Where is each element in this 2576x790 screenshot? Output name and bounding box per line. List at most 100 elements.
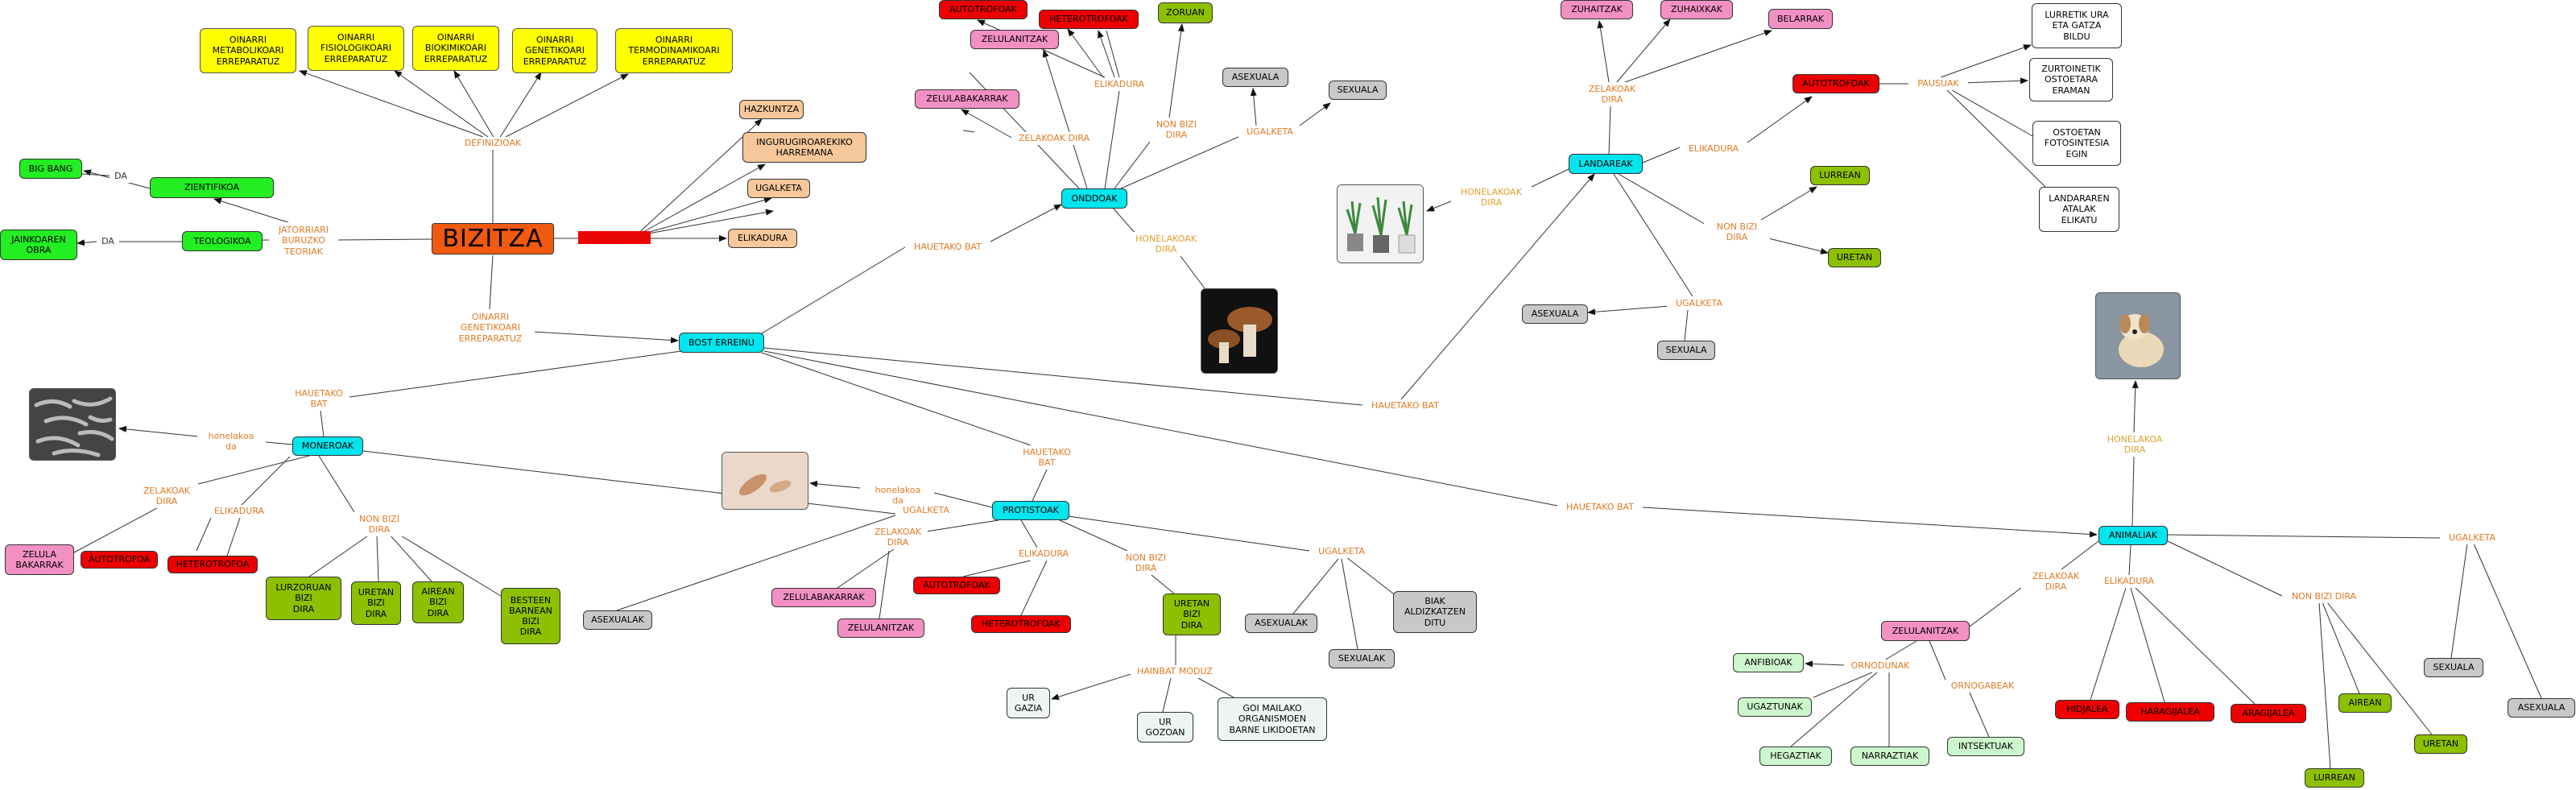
concept-node-p-zelulanitzak[interactable]: ZELULANITZAK [837, 618, 924, 638]
link-label-hauetako-bat-l: HAUETAKO BAT [1362, 399, 1448, 412]
concept-node-a-zelulanitzak[interactable]: ZELULANITZAK [1881, 621, 1970, 641]
concept-node-p-biak[interactable]: BIAK ALDIZKATZEN DITU [1393, 591, 1477, 633]
dog-image [2095, 292, 2181, 379]
concept-node-big-bang[interactable]: BIG BANG [19, 159, 82, 179]
concept-node-l-zuhaitzak[interactable]: ZUHAITZAK [1561, 0, 1633, 19]
concept-node-p-asexualak[interactable]: ASEXUALAK [1245, 614, 1317, 633]
concept-node-m-asexualak[interactable]: ASEXUALAK [583, 610, 652, 630]
link-line [962, 560, 1032, 577]
concept-node-o-autotrofoak[interactable]: AUTOTROFOAK [939, 0, 1028, 19]
concept-node-moneroak[interactable]: MONEROAK [292, 436, 363, 456]
concept-node-m-besteen[interactable]: BESTEEN BARNEAN BIZI DIRA [501, 588, 560, 644]
link-line [489, 254, 494, 310]
link-line [1112, 207, 1136, 234]
concept-node-p-goi-mailako[interactable]: GOI MAILAKO ORGANISMOEN BARNE LIKIDOETAN [1218, 697, 1327, 741]
link-line [1608, 105, 1611, 155]
link-line [2128, 544, 2132, 576]
concept-node-bost-erreinu[interactable]: BOST ERREINU [679, 333, 764, 353]
concept-node-a-ugaztunak[interactable]: UGAZTUNAK [1738, 697, 1812, 717]
link-line [1618, 173, 1708, 226]
concept-node-p-zelulabakarrak[interactable]: ZELULABAKARRAK [771, 588, 876, 607]
concept-node-m-airean[interactable]: AIREAN BIZI DIRA [412, 581, 464, 623]
concept-node-l-ostoetan[interactable]: OSTOETAN FOTOSINTESIA EGIN [2032, 121, 2121, 166]
concept-node-a-sexuala[interactable]: SEXUALA [2424, 658, 2483, 677]
concept-node-inguruarekiko[interactable]: INGURUGIROAREKIKO HARREMANA [742, 132, 866, 163]
concept-node-a-hegaztiak[interactable]: HEGAZTIAK [1759, 747, 1832, 766]
concept-node-hazkuntza[interactable]: HAZKUNTZA [739, 100, 804, 119]
concept-node-a-hidjalea[interactable]: HIDJALEA [2055, 700, 2119, 719]
concept-node-p-autotrofoak[interactable]: AUTOTROFOAK [913, 577, 1000, 594]
concept-node-zientifikoa[interactable]: ZIENTIFIKOA [150, 177, 274, 198]
concept-node-a-asexuala[interactable]: ASEXUALA [2508, 698, 2575, 718]
concept-node-a-aranjalea[interactable]: ARAGIJALEA [2231, 704, 2306, 723]
concept-node-l-asexuala[interactable]: ASEXUALA [1522, 304, 1588, 324]
link-label-a-honelakoa: HONELAKOA DIRA [2098, 432, 2171, 457]
concept-node-teologikoa[interactable]: TEOLOGIKOA [182, 231, 263, 251]
link-line [1299, 102, 1331, 126]
concept-node-def-biokimikoari[interactable]: OINARRI BIOKIMIKOARI ERREPARATUZ [412, 26, 499, 71]
concept-node-m-heterotrofoa[interactable]: HETEROTROFOA [167, 556, 258, 573]
concept-node-l-landararen[interactable]: LANDARAREN ATALAK ELIKATU [2039, 187, 2119, 232]
link-line [2318, 602, 2331, 769]
concept-node-m-uretan[interactable]: URETAN BIZI DIRA [351, 581, 401, 625]
concept-node-m-zelula-bakarrak[interactable]: ZELULA BAKARRAK [5, 544, 74, 575]
link-line [2326, 602, 2433, 735]
concept-node-l-zuhaixkak[interactable]: ZUHAIXKAK [1660, 0, 1733, 19]
link-line [320, 410, 325, 437]
link-label-a-elikadura: ELIKADURA [2095, 575, 2163, 588]
concept-node-l-uretan[interactable]: URETAN [1828, 248, 1881, 267]
concept-node-l-lurretik[interactable]: LURRETIK URA ETA GATZA BILDU [2032, 3, 2122, 48]
concept-node-ugalketa-e[interactable]: UGALKETA [747, 179, 810, 198]
link-label-jatorriari: JATORRIARI BURUZKO TEORIAK [269, 222, 338, 259]
link-label-p-ugalketa: UGALKETA [1309, 545, 1374, 558]
concept-node-def-genetikoari[interactable]: OINARRI GENETIKOARI ERREPARATUZ [512, 28, 597, 73]
concept-node-a-narraztiak[interactable]: NARRAZTIAK [1850, 747, 1929, 766]
concept-node-animaliak[interactable]: ANIMALIAK [2098, 526, 2168, 545]
concept-node-protistoak[interactable]: PROTISTOAK [992, 501, 1069, 520]
link-line [1120, 136, 1239, 189]
concept-node-m-autotrofoa[interactable]: AUTOTROFOA [81, 551, 158, 569]
concept-node-l-autotrofoak[interactable]: AUTOTROFOAK [1792, 74, 1879, 93]
concept-node-bizitza[interactable]: BIZITZA [432, 223, 554, 254]
concept-node-a-uretan[interactable]: URETAN [2414, 734, 2467, 754]
concept-node-o-zelulanitzak[interactable]: ZELULANITZAK [970, 30, 1059, 49]
link-label-a-ornodunak: ORNODUNAK [1844, 660, 1916, 672]
concept-node-o-asexuala[interactable]: ASEXUALA [1222, 68, 1288, 87]
concept-node-p-heterotrofoak[interactable]: HETEROTROFOAK [971, 615, 1071, 633]
concept-node-a-haragijalea[interactable]: HARAGIJALEA [2126, 702, 2214, 722]
link-line [1059, 519, 1128, 552]
concept-node-m-lurzoruan[interactable]: LURZORUAN BIZI DIRA [266, 577, 341, 620]
concept-node-l-belarrak[interactable]: BELARRAK [1768, 9, 1833, 29]
link-line [76, 239, 97, 246]
concept-node-l-zurtoinetik[interactable]: ZURTOINETIK OSTOETARA ERAMAN [2029, 58, 2113, 101]
concept-node-def-metabolikoari[interactable]: OINARRI METABOLIKOARI ERREPARATUZ [200, 28, 296, 73]
link-label-p-zelakoak: ZELAKOAK DIRA [868, 525, 928, 549]
link-line [763, 350, 1558, 507]
concept-node-onddoak[interactable]: ONDDOAK [1061, 188, 1127, 209]
concept-node-p-uretan[interactable]: URETAN BIZI DIRA [1163, 594, 1221, 635]
link-line [241, 456, 291, 506]
concept-node-jainkoaren-obra[interactable]: JAINKOAREN OBRA [0, 230, 77, 260]
concept-node-elikadura-e[interactable]: ELIKADURA [728, 229, 797, 248]
concept-node-l-lurrean[interactable]: LURREAN [1810, 166, 1870, 185]
concept-node-l-sexuala[interactable]: SEXUALA [1657, 341, 1715, 360]
concept-node-def-fisiologikoari[interactable]: OINARRI FISIOLOGIKOARI ERREPARATUZ [308, 26, 404, 71]
concept-node-landareak[interactable]: LANDAREAK [1569, 154, 1643, 174]
concept-node-o-sexuala[interactable]: SEXUALA [1329, 81, 1387, 100]
concept-node-o-heterotrofoak[interactable]: HETEROTROFOAK [1039, 10, 1139, 29]
link-line [1747, 96, 1813, 143]
link-line [763, 347, 1363, 406]
concept-node-p-ur-gozoan[interactable]: UR GOZOAN [1137, 712, 1193, 742]
concept-node-a-intsektuak[interactable]: INTSEKTUAK [1947, 737, 2024, 756]
link-line [634, 118, 763, 238]
concept-node-p-sexualak[interactable]: SEXUALAK [1329, 649, 1395, 668]
concept-node-o-zelulabakarrak[interactable]: ZELULABAKARRAK [915, 89, 1019, 109]
concept-node-a-airean[interactable]: AIREAN [2338, 693, 2392, 713]
concept-node-def-termodinamikoari[interactable]: OINARRI TERMODINAMIKOARI ERREPARATUZ [615, 28, 733, 73]
link-line [2132, 380, 2139, 433]
concept-node-o-zoruan[interactable]: ZORUAN [1158, 2, 1213, 23]
concept-node-a-anfibioak[interactable]: ANFIBIOAK [1733, 653, 1804, 672]
concept-node-p-ur-gazia[interactable]: UR GAZIA [1007, 688, 1050, 718]
link-line [318, 455, 355, 513]
concept-node-a-lurrean[interactable]: LURREAN [2305, 768, 2364, 788]
